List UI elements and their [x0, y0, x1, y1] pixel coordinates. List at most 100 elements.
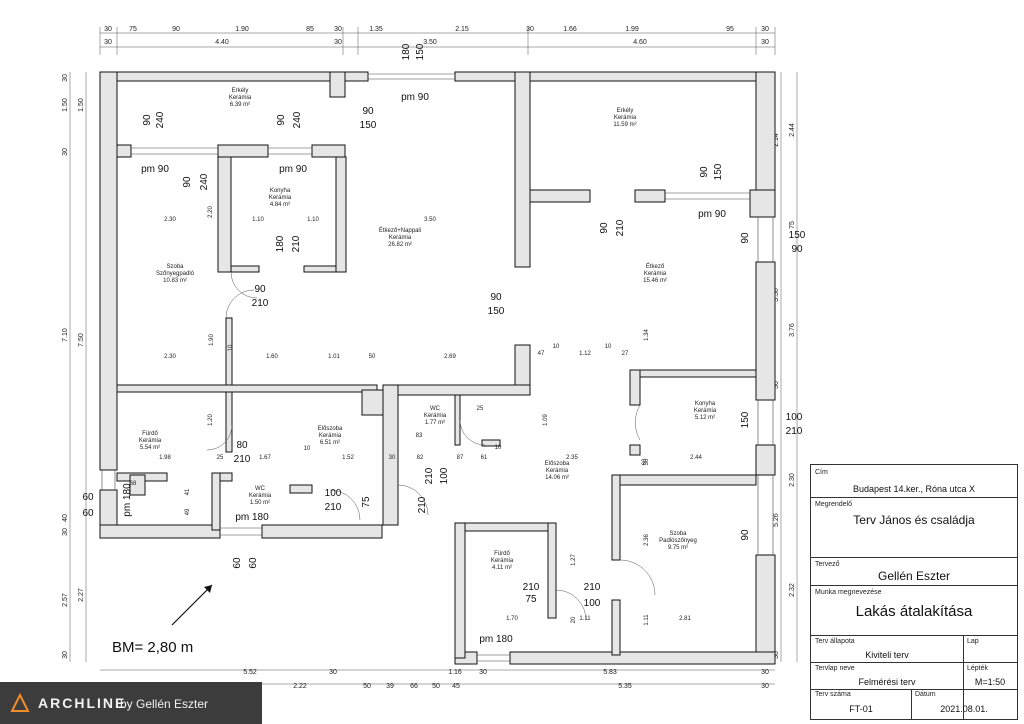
- interior-dim-label: 2.81: [679, 616, 691, 622]
- opening-label: 60: [232, 557, 243, 569]
- interior-dim-label: 1.09: [543, 414, 549, 426]
- bottom-dim-label: 30: [761, 683, 769, 690]
- interior-dim-label: 1.10: [307, 217, 319, 223]
- leptek-value: M=1:50: [974, 677, 1006, 687]
- opening-label: 75: [525, 594, 537, 605]
- room-area-label: 4.84 m²: [270, 202, 290, 208]
- bottom-dim-label: 50: [432, 683, 440, 690]
- allapot-value: Kiviteli terv: [865, 650, 909, 660]
- room-name-label: Erkély: [232, 88, 249, 94]
- interior-dim-label: 1.01: [328, 354, 340, 360]
- top-dim-label: 30: [334, 39, 342, 46]
- interior-dim-label: 1.10: [252, 217, 264, 223]
- left-dim-label: 30: [62, 528, 69, 536]
- top-dim-label: 1.35: [369, 26, 383, 33]
- room-floor-label: Szőnyegpadló: [156, 271, 195, 277]
- room-area-label: 6.51 m²: [320, 440, 340, 446]
- room-floor-label: Kerámia: [491, 558, 514, 564]
- left-dimension-row-inner: 1.507.502.27: [78, 98, 85, 602]
- opening-label: 100: [439, 467, 450, 484]
- opening-label: 60: [248, 557, 259, 569]
- right-dimension-lines: [780, 72, 798, 662]
- interior-dim-label: 68: [130, 481, 137, 487]
- room-floor-label: Kerámia: [139, 438, 162, 444]
- interior-dim-label: 1.12: [579, 351, 591, 357]
- room-area-label: 26.82 m²: [388, 242, 412, 248]
- room-name-label: WC: [255, 486, 266, 492]
- room-area-label: 15.46 m²: [643, 278, 667, 284]
- top-dim-label: 2.15: [455, 26, 469, 33]
- interior-dim-label: 1.11: [579, 616, 591, 622]
- megrendelo-label: Megrendelő: [815, 501, 852, 508]
- opening-label: 210: [615, 219, 626, 236]
- leptek-label: Lépték: [967, 665, 989, 672]
- interior-dim-label: 2.36: [644, 534, 650, 546]
- interior-dim-label: 2.30: [164, 354, 176, 360]
- interior-dim-label: 1.34: [644, 329, 650, 341]
- room-area-label: 6.39 m²: [230, 102, 250, 108]
- top-dimension-lines: [99, 27, 776, 55]
- opening-label: 150: [789, 230, 806, 241]
- left-dimension-lines: [69, 72, 87, 662]
- room-floor-label: Kerámia: [614, 115, 637, 121]
- opening-label: 150: [713, 163, 724, 180]
- room-floor-label: Kerámia: [424, 413, 447, 419]
- opening-label: 180: [275, 235, 286, 252]
- left-dim-label: 30: [62, 148, 69, 156]
- bottom-dim-label: 30: [329, 669, 337, 676]
- opening-label: 210: [291, 235, 302, 252]
- opening-label: 100: [786, 412, 803, 423]
- right-dim-label: 2.44: [789, 123, 796, 137]
- room-name-label: Étkező: [646, 263, 665, 270]
- room-floor-label: Kerámia: [644, 271, 667, 277]
- interior-dim-label: 10: [228, 344, 234, 351]
- room-area-label: 5.12 m²: [695, 415, 715, 421]
- right-dim-label: 2.14: [773, 133, 780, 147]
- title-block: Cím Budapest 14.ker., Róna utca X Megren…: [810, 464, 1018, 720]
- interior-dim-label: 2.30: [164, 217, 176, 223]
- interior-dim-label: 30: [389, 455, 396, 461]
- interior-dim-label: 1.67: [259, 455, 271, 461]
- interior-dim-label: 25: [217, 455, 224, 461]
- opening-label: 240: [199, 173, 210, 190]
- room-floor-label: Kerámia: [319, 433, 342, 439]
- left-dim-label: 1.50: [78, 98, 85, 112]
- left-dim-label: 2.27: [78, 588, 85, 602]
- walls: [99, 71, 776, 665]
- room-area-label: 10.83 m²: [163, 278, 187, 284]
- interior-dim-label: 49: [185, 508, 191, 515]
- top-dim-label: 85: [306, 26, 314, 33]
- top-dim-label: 30: [104, 26, 112, 33]
- bottom-dim-label: 1.16: [448, 669, 462, 676]
- interior-dim-label: 47: [538, 351, 545, 357]
- bottom-dim-label: 66: [410, 683, 418, 690]
- bottom-dim-label: 5.83: [603, 669, 617, 676]
- left-dim-label: 2.57: [62, 593, 69, 607]
- cim-label: Cím: [815, 469, 828, 476]
- room-area-label: 9.75 m²: [668, 545, 688, 551]
- left-dim-label: 1.50: [62, 98, 69, 112]
- bottom-dim-label: 45: [452, 683, 460, 690]
- windows: [101, 73, 774, 662]
- opening-label: 90: [276, 114, 287, 126]
- room-area-label: 1.50 m²: [250, 500, 270, 506]
- bm-label: BM= 2,80 m: [112, 639, 193, 656]
- allapot-label: Terv állapota: [815, 638, 855, 645]
- tervlap-value: Felmérési terv: [858, 677, 916, 687]
- room-floor-label: Kerámia: [249, 493, 272, 499]
- interior-dim-label: 1.90: [209, 334, 215, 346]
- interior-dim-label: 10: [495, 445, 502, 451]
- room-name-label: Előszoba: [318, 426, 343, 432]
- door-swings: [206, 271, 656, 621]
- right-dim-label: 2.32: [789, 583, 796, 597]
- interior-dim-label: 1.11: [644, 614, 650, 626]
- interior-dim-label: 50: [369, 354, 376, 360]
- szam-value: FT-01: [849, 704, 873, 714]
- brand-name: ARCHLINE: [38, 695, 127, 711]
- opening-label: 90: [699, 166, 710, 178]
